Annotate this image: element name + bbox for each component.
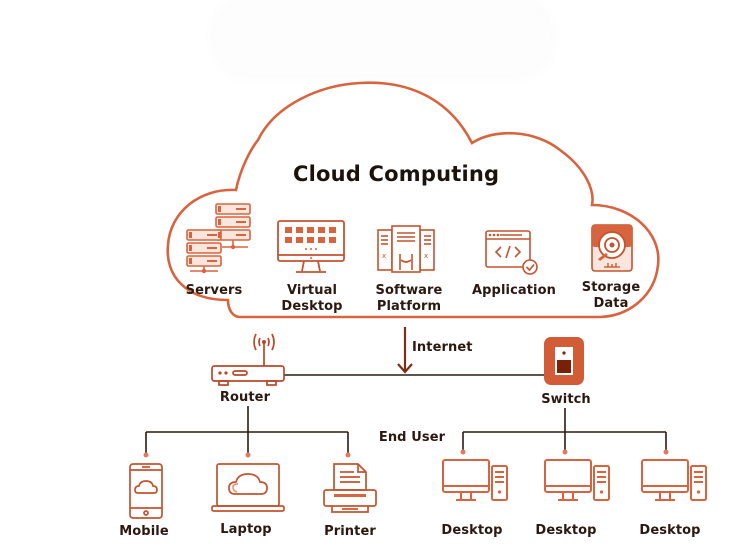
background-glow <box>215 0 550 75</box>
mobile-label: Mobile <box>119 524 169 539</box>
switch-label: Switch <box>541 392 591 407</box>
mobile-connector-dot <box>143 452 149 458</box>
router-label: Router <box>219 390 271 405</box>
desktop-label: Desktop <box>639 523 701 538</box>
desktop-label: Desktop <box>535 523 597 538</box>
desktop-icon <box>442 459 508 501</box>
virtual-desktop-icon <box>277 220 345 273</box>
cloud-outline <box>166 81 660 319</box>
laptop-icon <box>211 463 285 512</box>
svg-text:x: x <box>382 252 386 260</box>
storage-data-icon <box>591 224 633 272</box>
application-label: Application <box>471 283 557 298</box>
desktop3-connector-dot <box>663 449 669 455</box>
desktop1-connector-dot <box>460 449 466 455</box>
servers-label: Servers <box>185 283 243 298</box>
desktop-label: Desktop <box>441 523 503 538</box>
switch-icon <box>544 337 584 385</box>
software-platform-label: Software Platform <box>375 283 443 314</box>
diagram-title: Cloud Computing <box>293 162 500 186</box>
desktop2-connector-dot <box>562 449 568 455</box>
servers-icon <box>186 203 251 274</box>
printer-icon <box>323 463 377 513</box>
desktop-icon <box>641 459 707 501</box>
software-platform-icon: x x <box>377 225 435 273</box>
virtual-desktop-label: Virtual Desktop <box>281 283 343 314</box>
end-user-label: End User <box>378 430 446 445</box>
printer-connector-dot <box>345 452 351 458</box>
mobile-icon <box>129 463 163 519</box>
internet-label: Internet <box>412 340 473 355</box>
storage-data-label: Storage Data <box>581 280 641 311</box>
router-icon <box>211 333 285 386</box>
laptop-connector-dot <box>245 452 251 458</box>
application-icon <box>485 230 538 275</box>
laptop-label: Laptop <box>220 522 272 537</box>
printer-label: Printer <box>324 524 376 539</box>
desktop-icon <box>544 459 610 501</box>
internet-arrow-head <box>397 363 413 374</box>
svg-text:x: x <box>424 252 428 260</box>
